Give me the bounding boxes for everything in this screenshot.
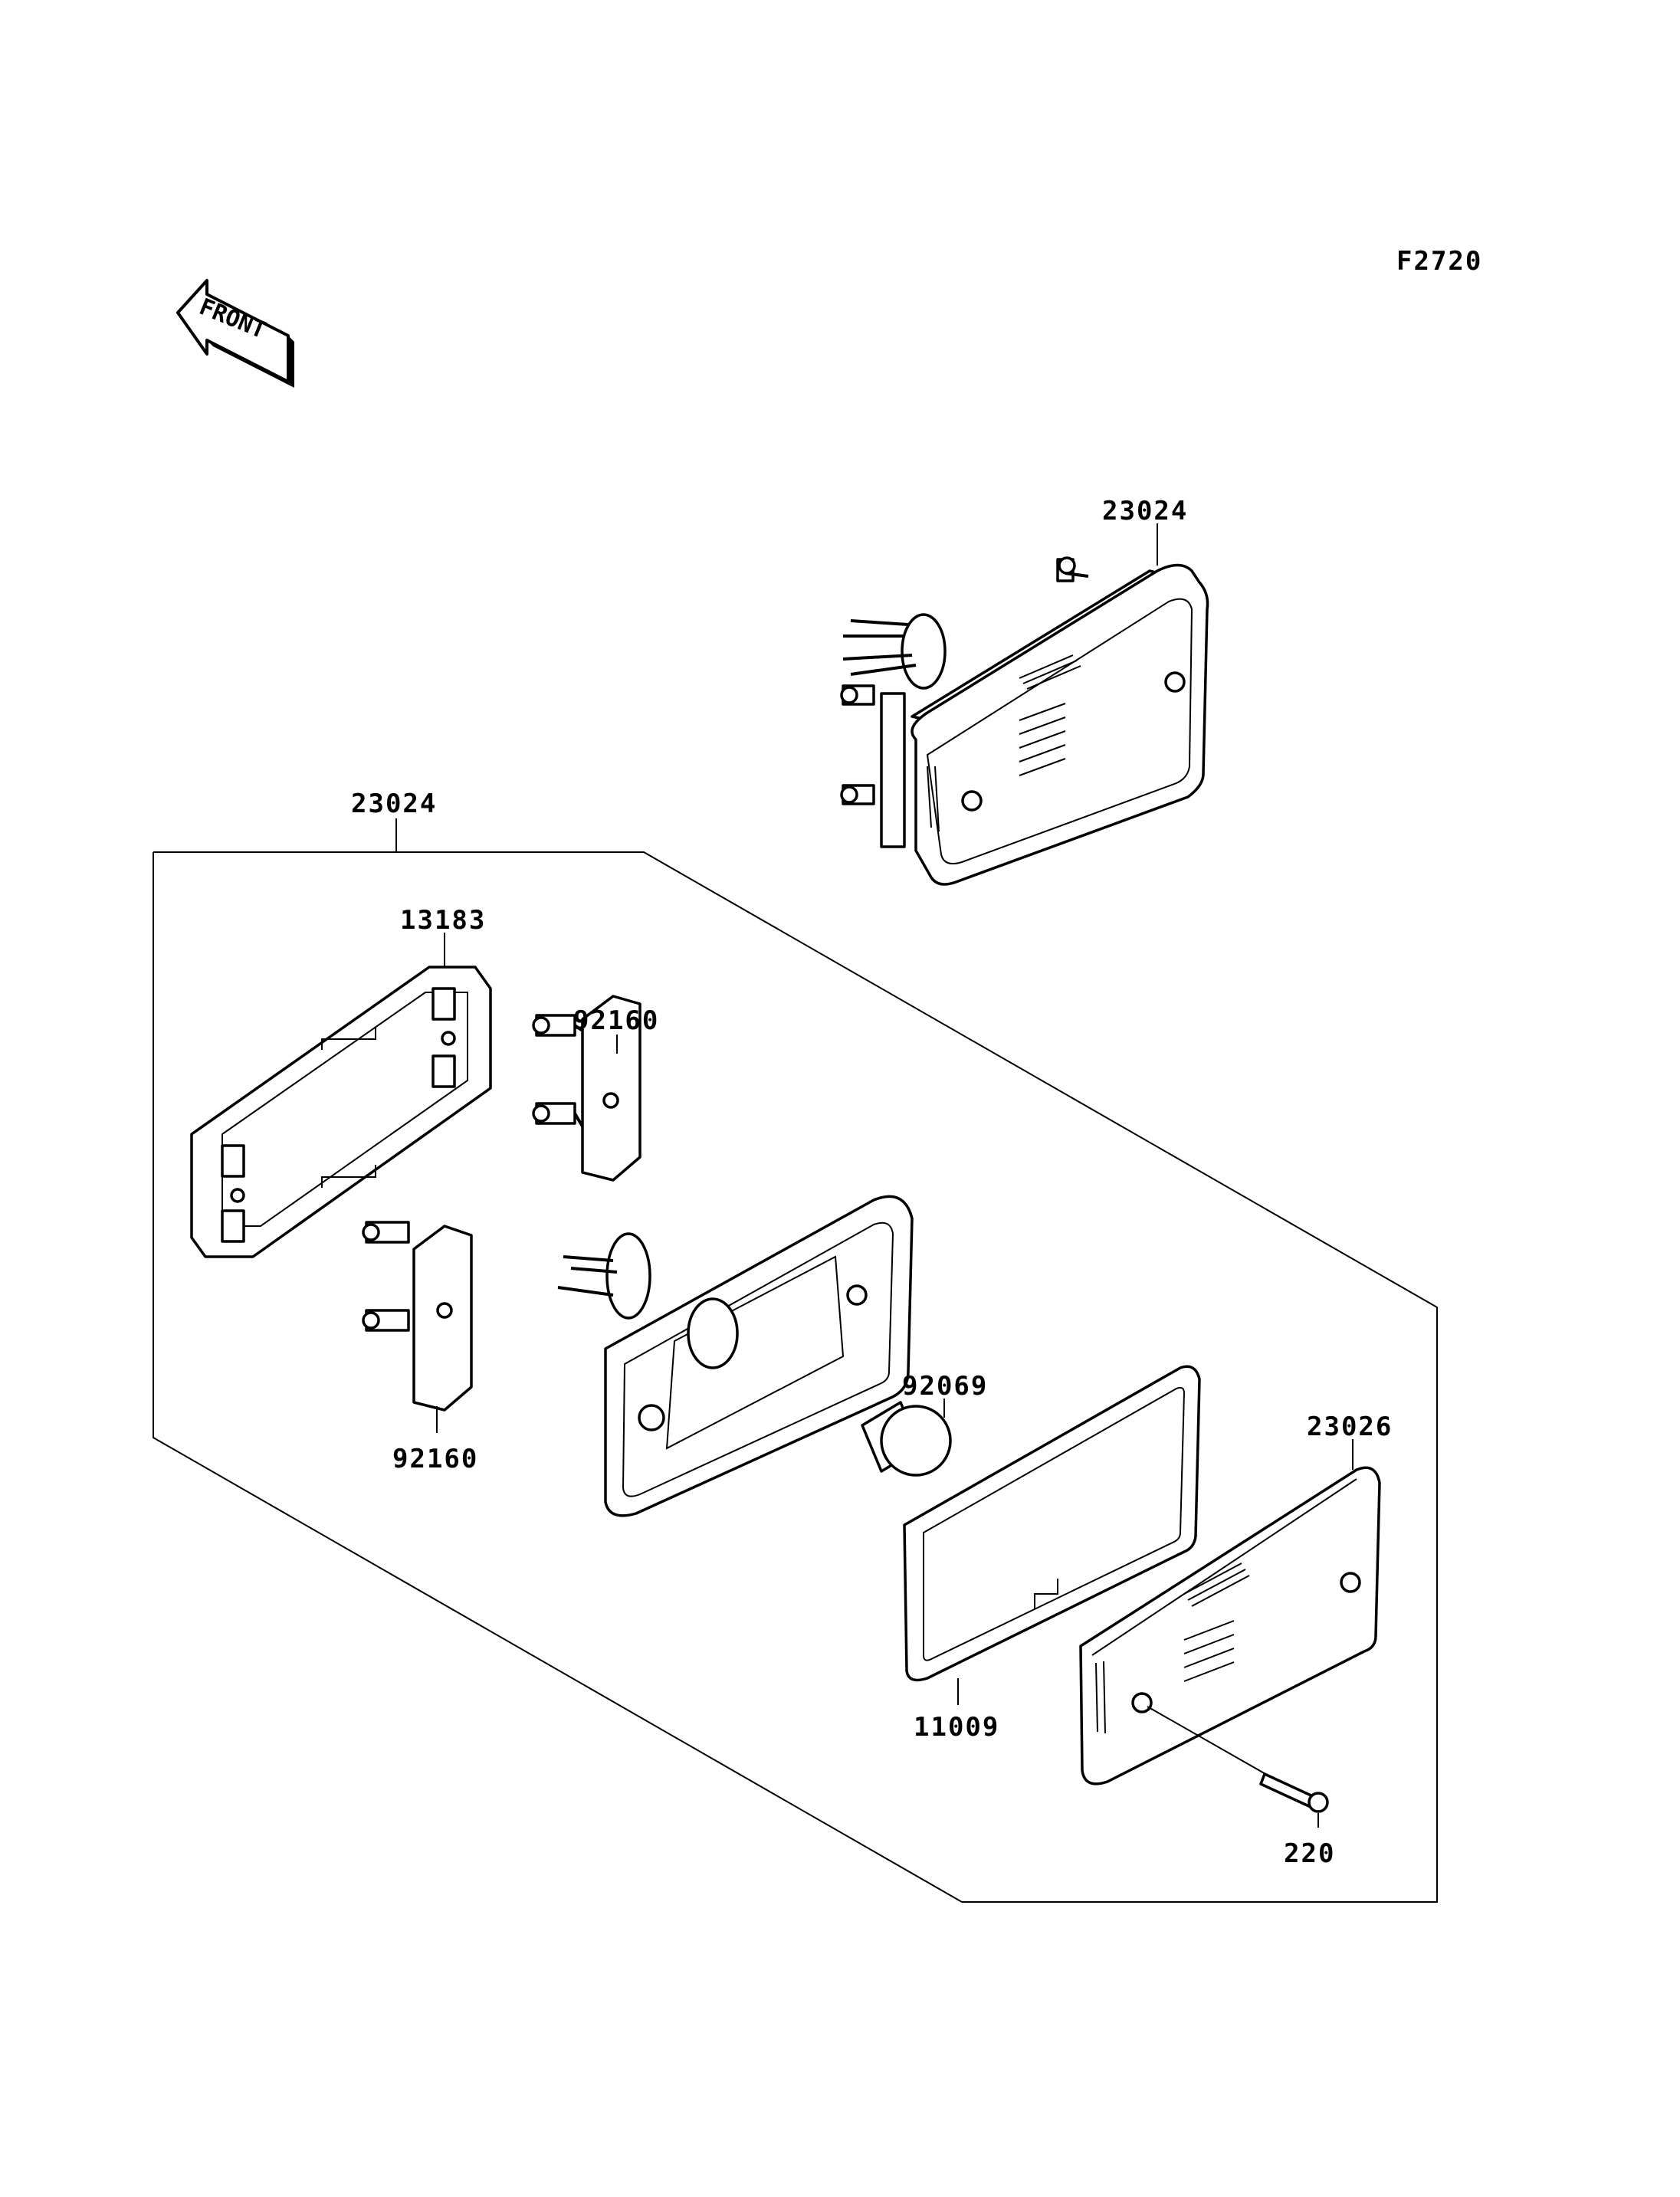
housing-icon — [557, 1195, 914, 1517]
figure-code: F2720 — [1396, 246, 1482, 277]
label-92069: 92069 — [902, 1371, 988, 1402]
front-arrow-icon: FRONT — [176, 279, 294, 388]
label-220: 220 — [1284, 1838, 1335, 1869]
label-13183: 13183 — [400, 905, 486, 936]
gasket-icon — [903, 1365, 1201, 1682]
bracket-icon — [190, 966, 492, 1258]
label-23024-top: 23024 — [1102, 496, 1188, 526]
label-92160-lower: 92160 — [392, 1444, 478, 1474]
label-23024-group: 23024 — [351, 789, 437, 819]
bulb-icon — [861, 1401, 952, 1477]
lens-icon — [1079, 1466, 1381, 1785]
label-23026: 23026 — [1307, 1412, 1393, 1442]
screw-icon — [1147, 1706, 1329, 1813]
socket-icon — [532, 995, 641, 1182]
label-11009: 11009 — [914, 1712, 999, 1743]
lamp-assembly-icon — [840, 556, 1209, 886]
label-92160-upper: 92160 — [573, 1005, 659, 1036]
assembly-group-frame — [153, 851, 1438, 1903]
socket-icon — [362, 1221, 473, 1412]
